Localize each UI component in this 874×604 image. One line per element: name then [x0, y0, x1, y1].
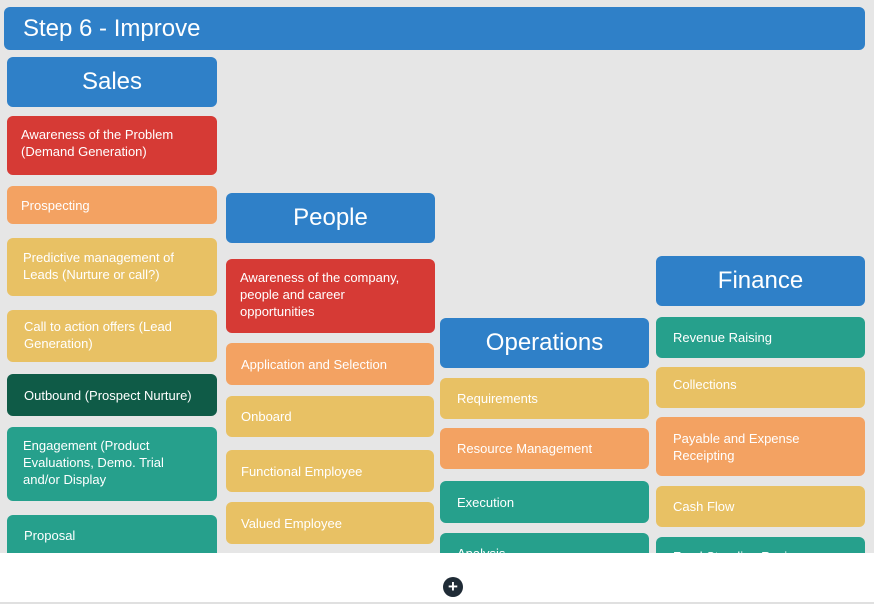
- card-people-onboard[interactable]: Onboard: [226, 396, 434, 437]
- card-sales-call-to-action[interactable]: Call to action offers (Lead Generation): [7, 310, 217, 362]
- card-people-awareness[interactable]: Awareness of the company, people and car…: [226, 259, 435, 333]
- page-title: Step 6 - Improve: [4, 7, 865, 50]
- card-finance-collections[interactable]: Collections: [656, 367, 865, 408]
- column-header-people[interactable]: People: [226, 193, 435, 243]
- card-people-functional[interactable]: Functional Employee: [226, 450, 434, 492]
- column-header-finance[interactable]: Finance: [656, 256, 865, 306]
- card-sales-engagement[interactable]: Engagement (Product Evaluations, Demo. T…: [7, 427, 217, 501]
- card-finance-cash-flow[interactable]: Cash Flow: [656, 486, 865, 527]
- card-sales-awareness[interactable]: Awareness of the Problem (Demand Generat…: [7, 116, 217, 175]
- kanban-board: Step 6 - Improve Sales Awareness of the …: [4, 7, 865, 553]
- card-operations-execution[interactable]: Execution: [440, 481, 649, 523]
- card-finance-fund-standing[interactable]: Fund Standing Reviews: [656, 537, 865, 553]
- column-header-sales[interactable]: Sales: [7, 57, 217, 107]
- card-operations-analysis[interactable]: Analysis: [440, 533, 649, 553]
- card-sales-outbound[interactable]: Outbound (Prospect Nurture): [7, 374, 217, 416]
- card-sales-prospecting[interactable]: Prospecting: [7, 186, 217, 224]
- card-finance-revenue-raising[interactable]: Revenue Raising: [656, 317, 865, 358]
- plus-circle-icon[interactable]: +: [443, 577, 463, 597]
- card-people-valued[interactable]: Valued Employee: [226, 502, 434, 544]
- card-sales-proposal[interactable]: Proposal: [7, 515, 217, 553]
- card-sales-predictive[interactable]: Predictive management of Leads (Nurture …: [7, 238, 217, 296]
- card-operations-resource-management[interactable]: Resource Management: [440, 428, 649, 469]
- card-operations-requirements[interactable]: Requirements: [440, 378, 649, 419]
- card-finance-payable-expense[interactable]: Payable and Expense Receipting: [656, 417, 865, 476]
- column-header-operations[interactable]: Operations: [440, 318, 649, 368]
- card-people-application[interactable]: Application and Selection: [226, 343, 434, 385]
- bottom-toolbar: [0, 553, 874, 604]
